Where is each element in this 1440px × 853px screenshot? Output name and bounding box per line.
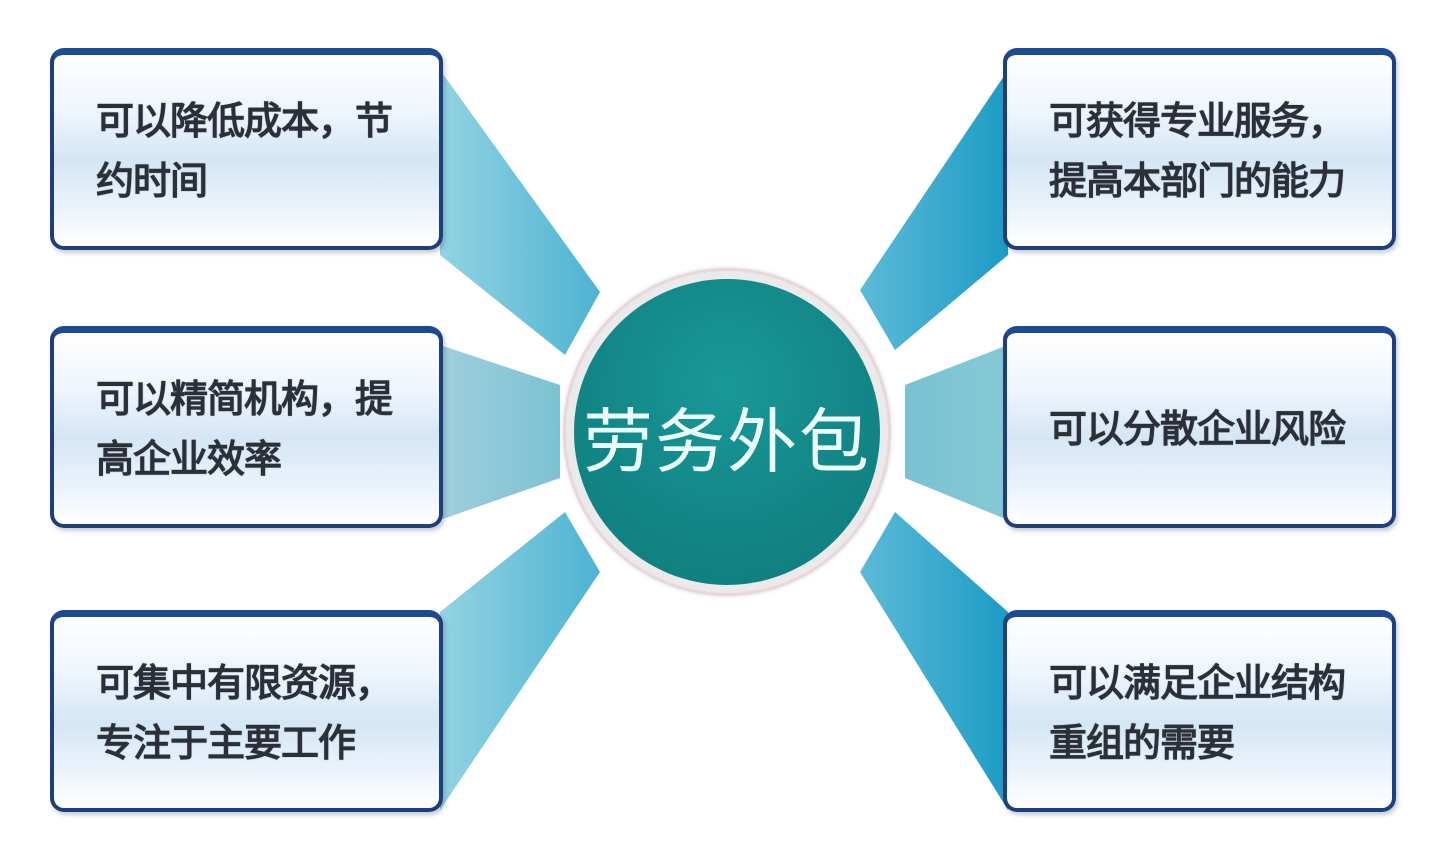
connector-right-middle bbox=[905, 345, 1008, 520]
center-title: 劳务外包 bbox=[583, 400, 871, 483]
connector-left-bottom bbox=[440, 512, 600, 810]
benefit-text: 可以满足企业结构 重组的需要 bbox=[1049, 660, 1346, 765]
connector-left-middle bbox=[440, 345, 560, 520]
connector-left-top bbox=[440, 70, 600, 355]
benefit-box-restructure: 可以满足企业结构 重组的需要 bbox=[1003, 610, 1396, 812]
benefit-text: 可以分散企业风险 bbox=[1049, 406, 1346, 451]
benefit-box-focus-resources: 可集中有限资源， 专注于主要工作 bbox=[50, 610, 443, 812]
benefit-box-streamline-structure: 可以精简机构，提 高企业效率 bbox=[50, 326, 443, 528]
benefit-box-spread-risk: 可以分散企业风险 bbox=[1003, 326, 1396, 528]
benefit-text: 可以降低成本，节 约时间 bbox=[96, 98, 393, 203]
center-circle: 劳务外包 bbox=[574, 279, 880, 585]
benefit-text: 可获得专业服务， 提高本部门的能力 bbox=[1049, 98, 1346, 203]
connector-right-top bbox=[860, 70, 1008, 350]
connector-right-bottom bbox=[860, 512, 1008, 810]
benefit-text: 可以精简机构，提 高企业效率 bbox=[96, 376, 393, 481]
benefit-box-professional-service: 可获得专业服务， 提高本部门的能力 bbox=[1003, 48, 1396, 250]
benefit-box-reduce-cost: 可以降低成本，节 约时间 bbox=[50, 48, 443, 250]
benefit-text: 可集中有限资源， 专注于主要工作 bbox=[96, 660, 393, 765]
